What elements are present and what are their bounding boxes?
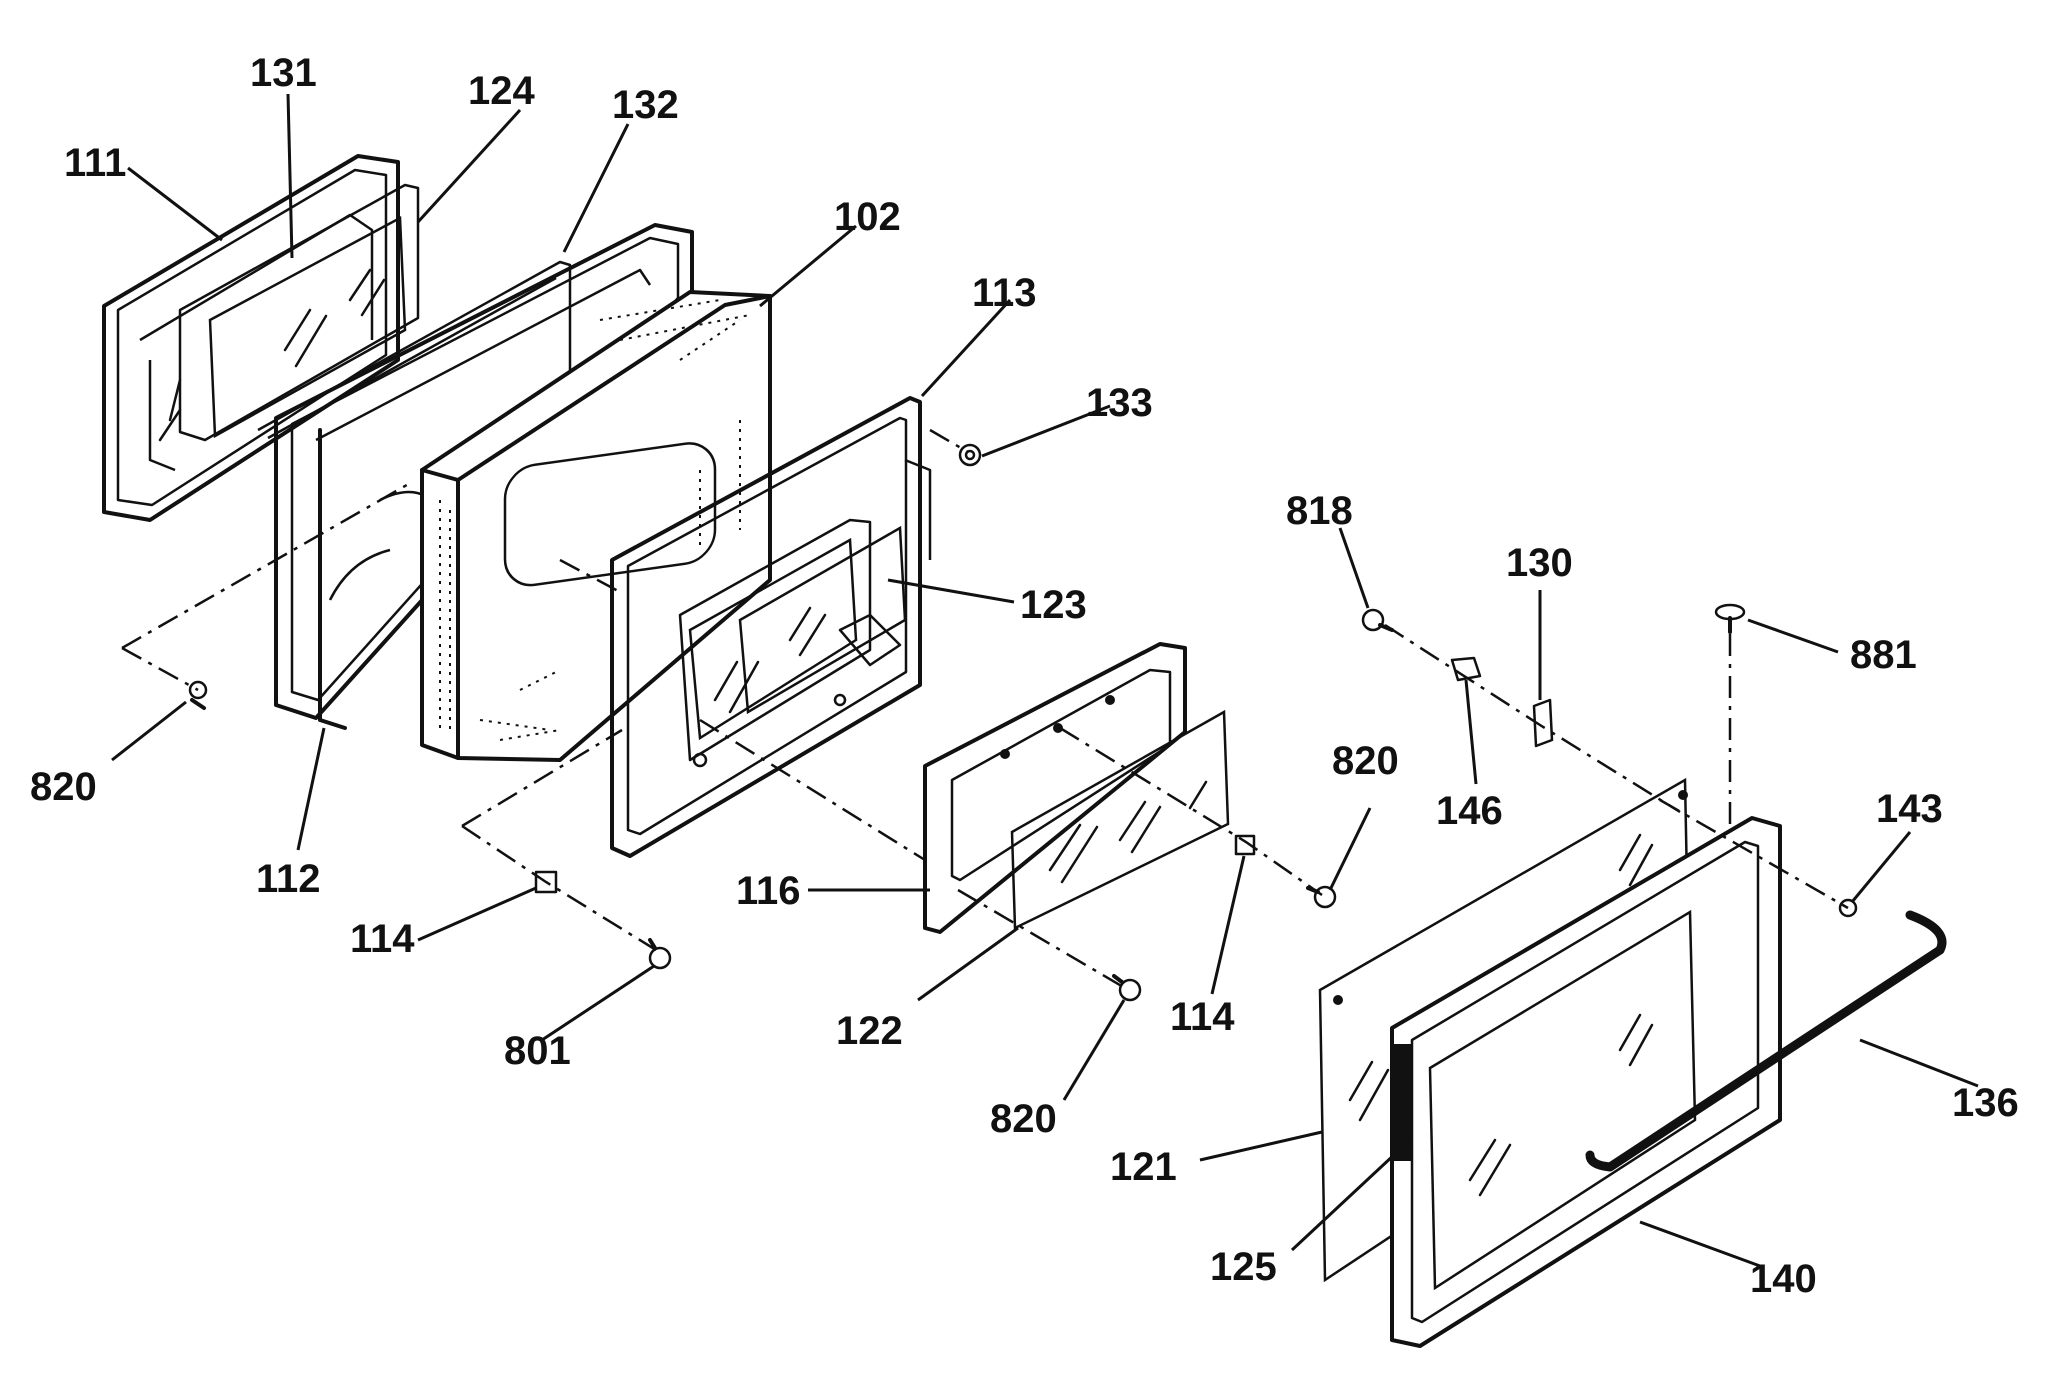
label-131: 131 (250, 51, 317, 95)
part-140-outer-frame (1390, 816, 1782, 1348)
part-116-window-frame (923, 642, 1187, 934)
clip-114-right-icon (1234, 834, 1256, 856)
part-124-gasket (257, 260, 572, 440)
part-111-rear-panel (102, 154, 400, 522)
label-146: 146 (1436, 789, 1503, 833)
part-labels: 111 131 124 132 102 113 133 123 818 130 … (30, 51, 2019, 1301)
label-820-bottom: 820 (990, 1097, 1057, 1141)
label-801: 801 (504, 1029, 571, 1073)
label-121: 121 (1110, 1145, 1177, 1189)
part-146-clip (1450, 656, 1482, 682)
label-116: 116 (736, 869, 801, 913)
label-820-left: 820 (30, 765, 97, 809)
label-111: 111 (64, 141, 126, 185)
screw-881-icon (1714, 603, 1746, 634)
clip-114-left-icon (534, 870, 558, 894)
part-136-handle (1585, 910, 1947, 1172)
label-143: 143 (1876, 787, 1943, 831)
screw-820-bottom-icon (1112, 974, 1142, 1002)
label-124: 124 (468, 69, 535, 113)
label-140: 140 (1750, 1257, 1817, 1301)
screw-801-icon (648, 938, 672, 970)
label-123: 123 (1020, 583, 1087, 627)
part-122-glass (1010, 709, 1230, 930)
label-113: 113 (972, 271, 1037, 315)
part-131-glass (178, 183, 420, 442)
part-102-insulation-box (420, 290, 772, 762)
assembly-lines (121, 428, 1849, 990)
label-102: 102 (834, 195, 901, 239)
part-113-inner-door (610, 396, 932, 858)
label-818: 818 (1286, 489, 1353, 533)
label-125: 125 (1210, 1245, 1277, 1289)
label-136: 136 (1952, 1081, 2019, 1125)
label-133: 133 (1086, 381, 1153, 425)
part-123-glass (738, 525, 907, 715)
screw-820-left-icon (188, 680, 208, 710)
label-112: 112 (256, 857, 321, 901)
leader-lines (111, 93, 1979, 1268)
label-820-mid: 820 (1332, 739, 1399, 783)
nut-143-icon (1838, 898, 1858, 918)
label-130: 130 (1506, 541, 1573, 585)
nut-133-icon (958, 443, 982, 467)
part-130-bracket (1532, 698, 1554, 748)
label-122: 122 (836, 1009, 903, 1053)
label-114-left: 114 (350, 917, 415, 961)
label-114-right: 114 (1170, 995, 1235, 1039)
label-132: 132 (612, 83, 679, 127)
label-881: 881 (1850, 633, 1917, 677)
